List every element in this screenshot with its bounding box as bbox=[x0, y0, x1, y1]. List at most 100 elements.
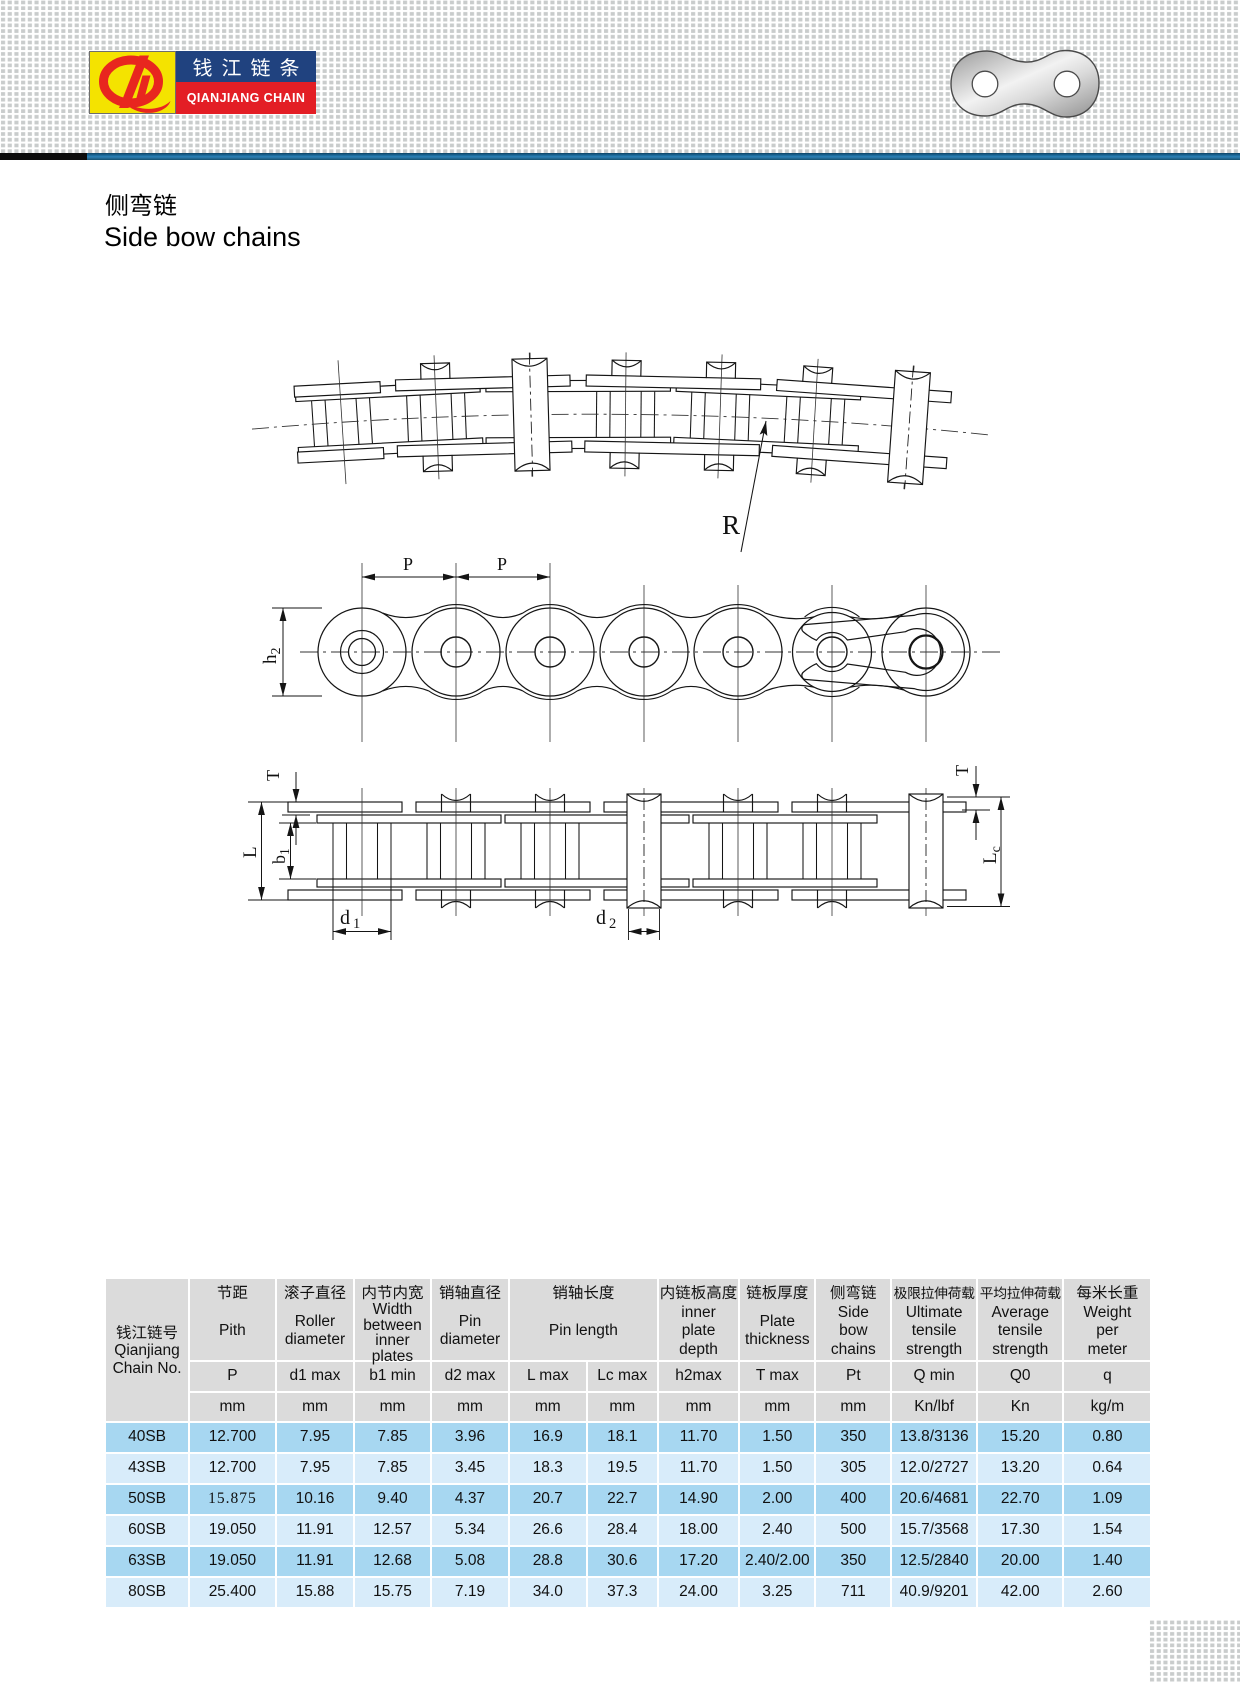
col-header-zh: 销轴直径 bbox=[439, 1281, 502, 1304]
label-T-left: T bbox=[263, 770, 283, 781]
table-cell: 0.64 bbox=[1064, 1453, 1151, 1483]
symbol-header: Lc max bbox=[587, 1362, 657, 1391]
table-cell: 1.54 bbox=[1064, 1515, 1151, 1545]
table-cell: 12.68 bbox=[354, 1546, 431, 1576]
table-cell: 20.00 bbox=[978, 1546, 1063, 1576]
label-sub: c bbox=[989, 846, 1004, 852]
table-cell: 17.30 bbox=[978, 1515, 1063, 1545]
col-header-zh: 钱江链号 bbox=[116, 1320, 179, 1343]
table-cell: 7.85 bbox=[354, 1422, 431, 1452]
drawing-side-view: P Ph2 bbox=[260, 554, 1000, 742]
table-cell: 400 bbox=[816, 1484, 891, 1514]
table-cell: 42.00 bbox=[978, 1577, 1063, 1607]
table-cell: 30.6 bbox=[587, 1546, 657, 1576]
table-cell: 80SB bbox=[106, 1577, 188, 1607]
table-cell: 15.7/3568 bbox=[892, 1515, 977, 1545]
table-cell: 34.0 bbox=[509, 1577, 586, 1607]
table-cell: 2.40/2.00 bbox=[740, 1546, 815, 1576]
col-header-zh: 内节内宽 bbox=[361, 1281, 424, 1304]
table-cell: 711 bbox=[816, 1577, 891, 1607]
symbol-header: L max bbox=[509, 1362, 586, 1391]
table-cell: 19.5 bbox=[587, 1453, 657, 1483]
table-cell: 15.75 bbox=[354, 1577, 431, 1607]
symbol-header: d1 max bbox=[277, 1362, 353, 1391]
table-cell: 2.60 bbox=[1064, 1577, 1151, 1607]
table-cell: 12.0/2727 bbox=[892, 1453, 977, 1483]
table-cell: 13.8/3136 bbox=[892, 1422, 977, 1452]
unit-header: Kn/lbf bbox=[892, 1392, 977, 1421]
header-rule-black bbox=[0, 153, 87, 160]
table-cell: 7.19 bbox=[432, 1577, 508, 1607]
label-T-right: T bbox=[952, 765, 972, 776]
table-cell: 500 bbox=[816, 1515, 891, 1545]
table-cell: 37.3 bbox=[587, 1577, 657, 1607]
table-cell: 7.95 bbox=[277, 1422, 353, 1452]
col-header-en: Roller diameter bbox=[284, 1312, 346, 1349]
table-cell: 40SB bbox=[106, 1422, 188, 1452]
unit-header: mm bbox=[740, 1392, 815, 1421]
label-h2: h2 bbox=[260, 648, 284, 665]
label-sub: 1 bbox=[277, 848, 292, 855]
table-cell: 7.85 bbox=[354, 1453, 431, 1483]
table-cell: 350 bbox=[816, 1422, 891, 1452]
label-main: d bbox=[596, 907, 606, 929]
label-L: L bbox=[240, 846, 261, 858]
table-cell: 16.9 bbox=[509, 1422, 586, 1452]
label-sub: 2 bbox=[609, 916, 616, 932]
table-cell: 11.70 bbox=[658, 1422, 739, 1452]
table-cell: 11.91 bbox=[277, 1546, 353, 1576]
table-cell: 26.6 bbox=[509, 1515, 586, 1545]
symbol-header: Q min bbox=[892, 1362, 977, 1391]
symbol-header: T max bbox=[740, 1362, 815, 1391]
logo-ql-icon bbox=[99, 55, 171, 113]
table-cell: 10.16 bbox=[277, 1484, 353, 1514]
table-cell: 13.20 bbox=[978, 1453, 1063, 1483]
col-header-en: Pin length bbox=[548, 1322, 618, 1340]
table-cell: 9.40 bbox=[354, 1484, 431, 1514]
table-cell: 25.400 bbox=[189, 1577, 276, 1607]
table-cell: 20.7 bbox=[509, 1484, 586, 1514]
table-cell: 12.700 bbox=[189, 1453, 276, 1483]
table-cell: 18.1 bbox=[587, 1422, 657, 1452]
col-header-zh: 节距 bbox=[216, 1281, 248, 1304]
table-cell: 60SB bbox=[106, 1515, 188, 1545]
unit-header: mm bbox=[587, 1392, 657, 1421]
chain-plate-graphic bbox=[950, 49, 1100, 118]
logo-name-en: QIANJIANG CHAIN bbox=[176, 81, 316, 114]
label-main: b bbox=[269, 855, 289, 864]
table-cell: 3.45 bbox=[432, 1453, 508, 1483]
table-cell: 12.5/2840 bbox=[892, 1546, 977, 1576]
table-cell: 22.70 bbox=[978, 1484, 1063, 1514]
table-cell: 15.88 bbox=[277, 1577, 353, 1607]
table-cell: 11.91 bbox=[277, 1515, 353, 1545]
col-header-en: Width between inner plates bbox=[363, 1301, 422, 1365]
table-cell: 20.6/4681 bbox=[892, 1484, 977, 1514]
col-header-en: Qianjiang Chain No. bbox=[112, 1341, 182, 1378]
label-P1: P bbox=[403, 554, 413, 574]
col-header-en: Pith bbox=[219, 1322, 246, 1340]
col-header-zh: 销轴长度 bbox=[552, 1281, 615, 1304]
table-cell: 1.50 bbox=[740, 1422, 815, 1452]
table-cell: 350 bbox=[816, 1546, 891, 1576]
label-P2: P bbox=[497, 554, 507, 574]
table-cell: 19.050 bbox=[189, 1546, 276, 1576]
symbol-header: Pt bbox=[816, 1362, 891, 1391]
table-cell: 4.37 bbox=[432, 1484, 508, 1514]
unit-header: mm bbox=[432, 1392, 508, 1421]
dot-pattern-footer bbox=[1149, 1620, 1240, 1683]
table-cell: 18.3 bbox=[509, 1453, 586, 1483]
table-cell: 2.00 bbox=[740, 1484, 815, 1514]
symbol-header: Q0 bbox=[978, 1362, 1063, 1391]
